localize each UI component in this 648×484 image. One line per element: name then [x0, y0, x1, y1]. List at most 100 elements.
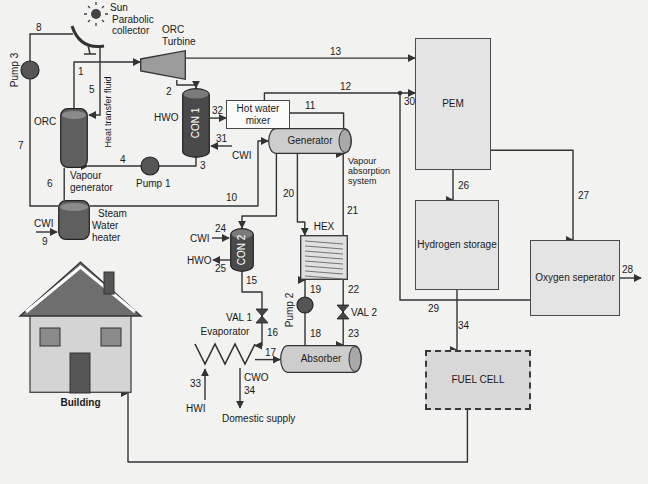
component-label: Water heater — [92, 220, 134, 243]
chimney — [104, 272, 114, 294]
vessel-body — [61, 109, 88, 168]
pipe-connector — [128, 393, 467, 462]
vapour-generator: Vapour generator — [60, 108, 88, 168]
part-label: Steam — [98, 208, 127, 219]
water-heater: Water heater — [58, 200, 90, 240]
part-label: Pump 2 — [284, 293, 295, 327]
component-label: Hot water mixer — [227, 103, 289, 126]
mixer-box: Hot water mixer — [226, 100, 290, 129]
component-label: ORC Turbine — [162, 24, 202, 47]
stream-number: 11 — [305, 100, 315, 111]
part-label: CWI — [34, 218, 53, 229]
house-outline — [18, 258, 143, 393]
door — [70, 353, 90, 393]
building-house: Building — [18, 258, 143, 393]
part-label: CWI — [190, 233, 209, 244]
valve-symbol — [256, 309, 268, 323]
stream-number: 10 — [226, 192, 237, 203]
vessel-top — [60, 203, 88, 211]
hex-plates — [305, 241, 343, 279]
condenser: CON 2 — [230, 228, 254, 272]
cold-water-out — [239, 368, 240, 408]
cylinder-end — [339, 130, 351, 153]
part-label: Vapour absorption system — [348, 157, 394, 187]
part-label: Parabolic collector — [112, 14, 162, 36]
stream-number: 25 — [215, 263, 226, 274]
pump-symbol — [21, 61, 39, 79]
pipe-connector — [210, 117, 226, 118]
sun-icon — [91, 9, 101, 19]
window — [40, 328, 60, 346]
stream-number: 28 — [622, 264, 633, 275]
evaporator-coil: Evaporator — [195, 340, 255, 368]
hex-outline — [300, 235, 348, 280]
pipe-connector — [255, 359, 280, 360]
coil-tube — [195, 344, 255, 364]
component-label: Hydrogen storage — [417, 239, 497, 251]
stream-number: 6 — [47, 178, 53, 189]
part-label: ORC — [34, 116, 56, 127]
part-label: Domestic supply — [222, 413, 295, 424]
stream-number: 30 — [404, 96, 415, 107]
turbine: ORC Turbine — [140, 50, 186, 80]
house-roof — [20, 262, 141, 316]
pem-box: PEM — [415, 38, 491, 170]
hot-water-in — [204, 369, 205, 400]
part-label: CWI — [232, 150, 251, 161]
pipe-8 — [30, 34, 73, 61]
part-label: CWO — [244, 372, 268, 383]
component-label: Evaporator — [190, 326, 260, 338]
component-label: HEX — [300, 221, 348, 233]
stream-number: 24 — [215, 223, 226, 234]
part-label: Pump 3 — [9, 53, 20, 87]
dish-stand — [84, 45, 96, 54]
turbine-body — [141, 51, 186, 80]
pipe-connector — [63, 168, 64, 200]
stream-number: 21 — [347, 205, 358, 216]
cooling-water-in — [36, 231, 57, 232]
stream-number: 27 — [578, 190, 589, 201]
pipe-connector — [297, 154, 304, 235]
hex-body — [301, 236, 348, 280]
house-wall — [30, 314, 131, 392]
pump-symbol — [297, 297, 313, 313]
stream-number: 1 — [78, 66, 84, 77]
stream-number: 31 — [216, 133, 227, 144]
part-label: VAL 2 — [351, 307, 377, 318]
component-label: CON 2 — [236, 235, 248, 266]
hot-water-out — [213, 259, 230, 260]
stream-number: 19 — [310, 284, 321, 295]
vessel-top — [62, 111, 86, 119]
part-label: Pump 1 — [136, 178, 170, 189]
vessel-outline — [60, 108, 88, 168]
pipe-5 — [89, 48, 100, 115]
stream-number: 22 — [348, 284, 359, 295]
component-label: Absorber — [301, 353, 342, 365]
stream-number: 15 — [246, 275, 257, 286]
stream-number: 12 — [340, 81, 351, 92]
component-label: FUEL CELL — [452, 374, 505, 386]
component-label: Generator — [287, 135, 332, 147]
stream-number: 17 — [265, 347, 276, 358]
pipe-connector — [186, 57, 415, 58]
stream-number: 4 — [120, 154, 126, 165]
pipe-connector — [177, 80, 196, 88]
separator-box: Oxygen seperator — [530, 240, 620, 316]
fuel-cell-box: FUEL CELL — [425, 350, 531, 410]
vessel-body — [59, 201, 90, 240]
window — [101, 328, 121, 346]
condenser: CON 1 — [182, 88, 210, 158]
pump-symbol — [141, 157, 159, 175]
stream-number: 34 — [244, 385, 255, 396]
cooling-water-in — [212, 237, 229, 238]
stream-number: 3 — [200, 160, 206, 171]
part-label: VAL 1 — [226, 312, 252, 323]
pipe-connector — [343, 154, 344, 235]
stream-number: 7 — [18, 140, 24, 151]
cylinder-body — [269, 129, 352, 154]
vessel-outline — [58, 200, 90, 240]
cylinder-end — [349, 347, 361, 372]
stream-number: 2 — [166, 86, 172, 97]
part-label: Heat transfer fluid — [104, 76, 114, 147]
